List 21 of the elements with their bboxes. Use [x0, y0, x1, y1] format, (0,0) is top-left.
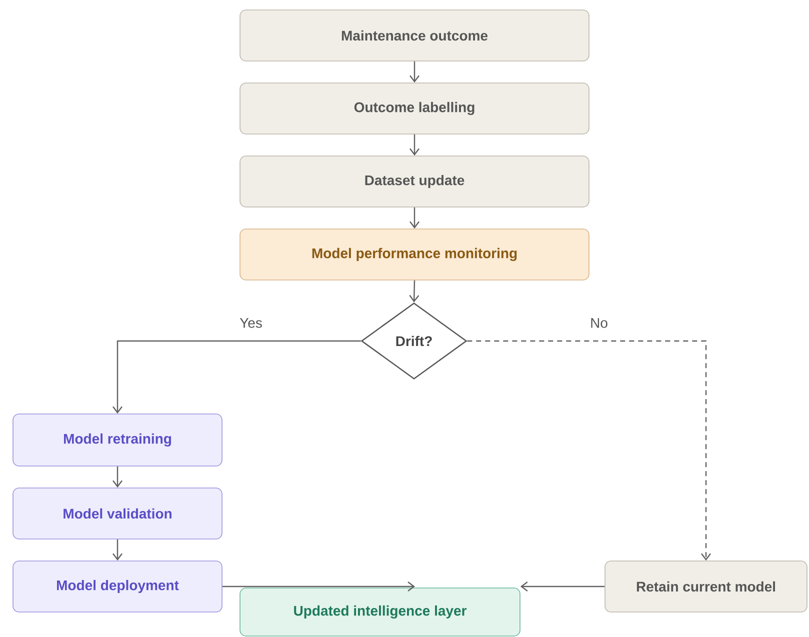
process-box: Updated intelligence layer — [240, 588, 520, 636]
arrow — [410, 61, 420, 83]
arrow — [410, 207, 420, 229]
process-box: Model retraining — [12, 414, 222, 466]
arrow — [520, 582, 605, 592]
process-box: Model performance monitoring — [240, 228, 590, 280]
process-box: Maintenance outcome — [240, 10, 590, 62]
process-box: Retain current model — [604, 560, 808, 612]
arrow — [112, 340, 361, 414]
arrow — [222, 582, 415, 592]
process-box: Model deployment — [12, 560, 222, 612]
arrow — [112, 539, 122, 561]
edge-label: Yes — [238, 317, 264, 329]
arrow — [112, 466, 122, 488]
edge-label: No — [589, 317, 609, 329]
arrow — [409, 280, 420, 302]
process-box: Outcome labelling — [240, 82, 590, 134]
arrow — [467, 340, 711, 561]
process-box: Dataset update — [240, 156, 590, 208]
process-box: Model validation — [12, 488, 222, 540]
arrow — [410, 134, 420, 156]
